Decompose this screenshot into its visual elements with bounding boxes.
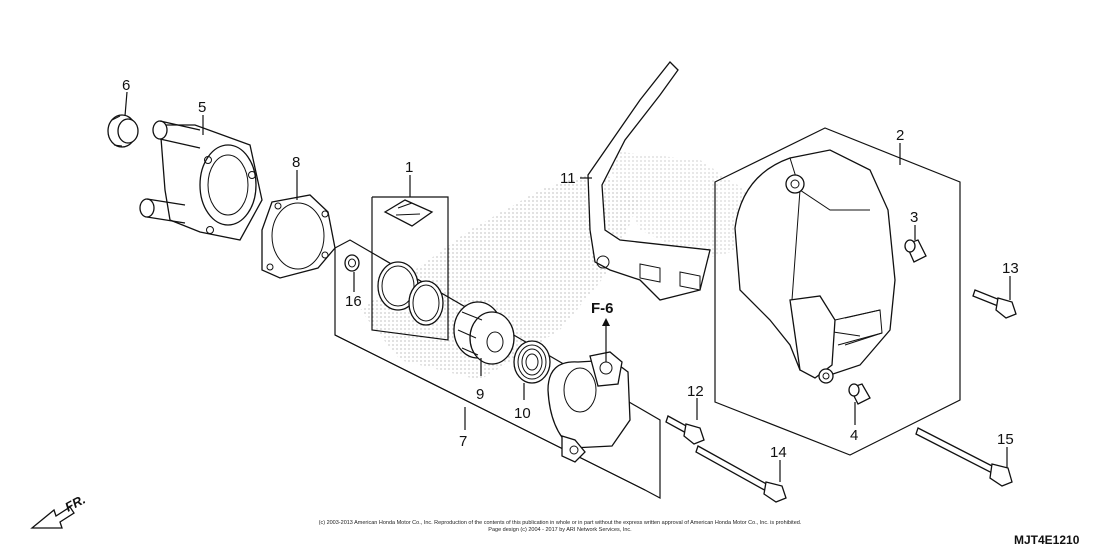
callout-4: 4 [850,427,858,444]
part-14-bolt [695,445,787,503]
part-11-gasket-plate [587,61,711,301]
part-9-piston [453,301,515,365]
callout-6: 6 [122,77,130,94]
group-1-outline [371,196,449,341]
callout-9: 9 [476,386,484,403]
part-12-bolt [665,415,705,445]
leader-lines [124,91,1011,482]
callout-7: 7 [459,433,467,450]
callout-15: 15 [997,431,1014,448]
callout-3: 3 [910,209,918,226]
group-2-outline [714,127,961,456]
copyright-line-1: (c) 2003-2013 American Honda Motor Co., … [318,520,802,526]
part-7-slave-cylinder [547,351,631,463]
callout-11: 11 [560,170,576,187]
callout-5: 5 [198,99,206,116]
copyright-line-2: Page design (c) 2004 - 2017 by ARI Netwo… [488,527,632,533]
part-2-cover [734,149,896,384]
front-direction-arrow: FR. [30,492,88,529]
part-15-bolt [915,427,1013,487]
diagram-code: MJT4E1210 [1014,533,1080,547]
shading-right [600,150,760,260]
part-8-gasket [261,194,336,279]
part-1-seal-kit [377,199,444,326]
callout-14: 14 [770,444,787,461]
callout-16: 16 [345,293,362,310]
callout-8: 8 [292,154,300,171]
reference-f6-label: F-6 [591,300,614,317]
callout-2: 2 [896,127,904,144]
callout-13: 13 [1002,260,1019,277]
callout-10: 10 [514,405,531,422]
callout-1: 1 [405,159,413,176]
part-10-spring [513,340,551,384]
part-5-housing [139,120,263,241]
part-13-bolt [972,289,1017,319]
part-16-seal [344,254,360,272]
shading-left [360,170,640,380]
part-6-cap [107,114,139,148]
part-3-dowel [904,239,927,263]
callout-12: 12 [687,383,704,400]
copyright-notice: (c) 2003-2013 American Honda Motor Co., … [240,520,880,534]
part-4-dowel [848,383,871,405]
